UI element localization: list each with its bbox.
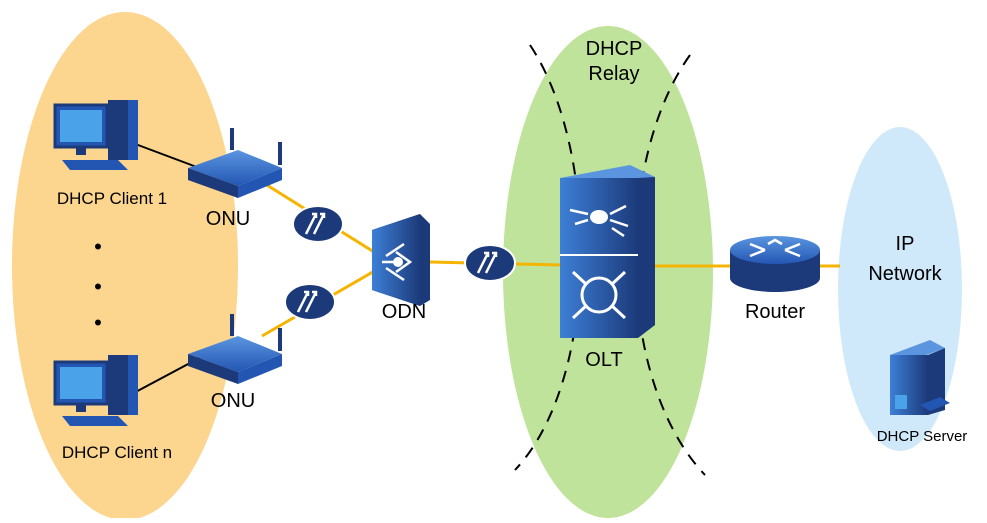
pc-client-1-icon (53, 100, 138, 170)
fiber-splitter-icon (464, 244, 516, 282)
relay-title-line1: DHCP (586, 38, 643, 60)
client-1-label: DHCP Client 1 (57, 189, 167, 208)
ip-network-line1: IP (896, 233, 915, 255)
router-icon (730, 236, 820, 292)
pc-client-n-icon (53, 355, 138, 426)
onu-device-icon (188, 314, 282, 384)
dhcp-server-icon (890, 340, 950, 415)
odn-splitter-icon (372, 214, 430, 306)
onu-label-bottom: ONU (211, 390, 255, 412)
ip-network-line2: Network (868, 263, 942, 285)
ellipsis-dot: • (94, 274, 102, 299)
odn-label: ODN (382, 301, 426, 323)
ellipsis-dot: • (94, 310, 102, 335)
dhcp-server-label: DHCP Server (877, 428, 968, 445)
olt-device-icon (560, 165, 655, 338)
onu-device-icon (188, 128, 282, 198)
client-n-label: DHCP Client n (62, 443, 172, 462)
fiber-splitter-icon (292, 205, 344, 243)
ellipsis-dot: • (94, 234, 102, 259)
relay-title-line2: Relay (588, 63, 639, 85)
fiber-splitter-icon (284, 283, 336, 321)
onu-label-top: ONU (206, 208, 250, 230)
olt-label: OLT (585, 349, 622, 371)
router-label: Router (745, 301, 805, 323)
